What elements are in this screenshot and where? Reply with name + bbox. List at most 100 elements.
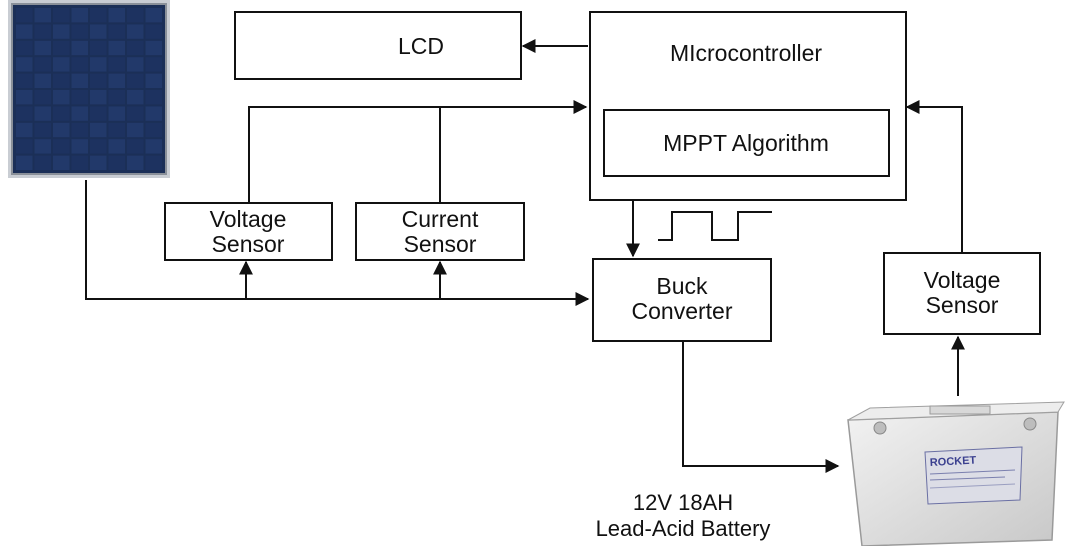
solar-cell xyxy=(71,155,88,170)
solar-cell xyxy=(127,122,144,138)
solar-cell xyxy=(108,90,125,105)
solar-cell xyxy=(16,90,33,105)
lcd-block: LCD xyxy=(234,11,522,80)
solar-cell xyxy=(90,57,107,72)
solar-cell xyxy=(145,155,162,170)
solar-cell xyxy=(90,40,107,56)
solar-cell xyxy=(34,122,51,138)
solar-cell xyxy=(53,73,70,88)
solar-cell xyxy=(127,57,144,72)
solar-cell xyxy=(71,8,88,23)
solar-cell xyxy=(127,106,144,121)
solar-cell xyxy=(16,106,33,121)
solar-cell xyxy=(108,155,125,170)
battery-voltage-sensor-label-line1: Voltage xyxy=(924,267,1001,293)
solar-cell xyxy=(145,57,162,72)
solar-cell xyxy=(34,106,51,121)
solar-cell xyxy=(34,40,51,56)
solar-cell xyxy=(53,106,70,121)
solar-cell xyxy=(71,57,88,72)
wires xyxy=(85,39,965,473)
buck-converter-label-line2: Converter xyxy=(632,298,733,324)
solar-cell xyxy=(16,40,33,56)
solar-cell xyxy=(145,73,162,88)
solar-cell xyxy=(34,139,51,154)
solar-cell xyxy=(34,73,51,88)
buck-converter-block: Buck Converter xyxy=(592,258,772,342)
solar-cell xyxy=(71,122,88,138)
solar-panel-icon xyxy=(8,0,170,178)
voltage-sensor-label-line1: Voltage xyxy=(210,206,287,232)
solar-cell xyxy=(127,139,144,154)
solar-cell xyxy=(90,24,107,39)
current-sensor-label-line1: Current xyxy=(402,206,479,232)
pwm-waveform xyxy=(658,211,772,241)
solar-cell xyxy=(145,90,162,105)
solar-cell xyxy=(108,106,125,121)
solar-cell xyxy=(53,155,70,170)
battery-voltage-sensor-block: Voltage Sensor xyxy=(883,252,1041,335)
solar-cell xyxy=(90,106,107,121)
solar-cell xyxy=(127,73,144,88)
solar-cell xyxy=(108,57,125,72)
wire-voltage-sensor-to-mcu-right xyxy=(905,100,963,252)
mppt-algorithm-label: MPPT Algorithm xyxy=(663,130,829,156)
wire-buck-to-battery xyxy=(682,341,840,473)
solar-cell xyxy=(145,106,162,121)
solar-cell xyxy=(108,139,125,154)
solar-cell xyxy=(90,90,107,105)
solar-cell xyxy=(34,57,51,72)
solar-cell xyxy=(127,90,144,105)
solar-cell xyxy=(34,8,51,23)
solar-cell xyxy=(16,155,33,170)
solar-cell xyxy=(127,8,144,23)
buck-converter-label-line1: Buck xyxy=(656,273,708,299)
solar-cell xyxy=(53,24,70,39)
solar-cell xyxy=(145,8,162,23)
solar-cell xyxy=(145,40,162,56)
solar-cell xyxy=(90,139,107,154)
voltage-sensor-label-line2: Sensor xyxy=(212,231,285,257)
solar-cell xyxy=(127,40,144,56)
wire-voltage-sensor-to-mcu xyxy=(248,100,588,203)
current-sensor-block: Current Sensor xyxy=(355,202,525,261)
solar-cell xyxy=(71,24,88,39)
solar-cell xyxy=(34,155,51,170)
solar-cell xyxy=(145,139,162,154)
solar-cell xyxy=(16,139,33,154)
battery-brand: ROCKET xyxy=(930,455,977,469)
solar-cell xyxy=(71,73,88,88)
solar-cell xyxy=(53,139,70,154)
solar-cell xyxy=(16,57,33,72)
solar-cell xyxy=(34,24,51,39)
microcontroller-label: MIcrocontroller xyxy=(670,40,822,66)
current-sensor-label-line2: Sensor xyxy=(404,231,477,257)
battery-icon: ROCKET xyxy=(847,401,1065,546)
battery-caption-line2: Lead-Acid Battery xyxy=(596,516,771,541)
wire-panel-to-buck xyxy=(85,180,590,306)
solar-cell xyxy=(145,24,162,39)
lcd-label: LCD xyxy=(398,33,444,59)
solar-cell xyxy=(53,57,70,72)
solar-cell xyxy=(53,90,70,105)
solar-cell xyxy=(16,8,33,23)
solar-cell xyxy=(90,122,107,138)
solar-cell xyxy=(16,122,33,138)
solar-cell xyxy=(90,155,107,170)
solar-cell xyxy=(34,90,51,105)
solar-cell xyxy=(108,122,125,138)
solar-cell xyxy=(108,24,125,39)
solar-cell xyxy=(145,122,162,138)
solar-cell xyxy=(127,155,144,170)
solar-cell xyxy=(90,73,107,88)
solar-cell xyxy=(108,8,125,23)
solar-cell xyxy=(53,8,70,23)
solar-cell xyxy=(71,90,88,105)
solar-cell xyxy=(71,40,88,56)
solar-cell xyxy=(53,40,70,56)
battery-caption-line1: 12V 18AH xyxy=(633,490,733,515)
solar-cell xyxy=(16,24,33,39)
solar-cell xyxy=(53,122,70,138)
microcontroller-block: MIcrocontroller MPPT Algorithm xyxy=(589,11,907,201)
